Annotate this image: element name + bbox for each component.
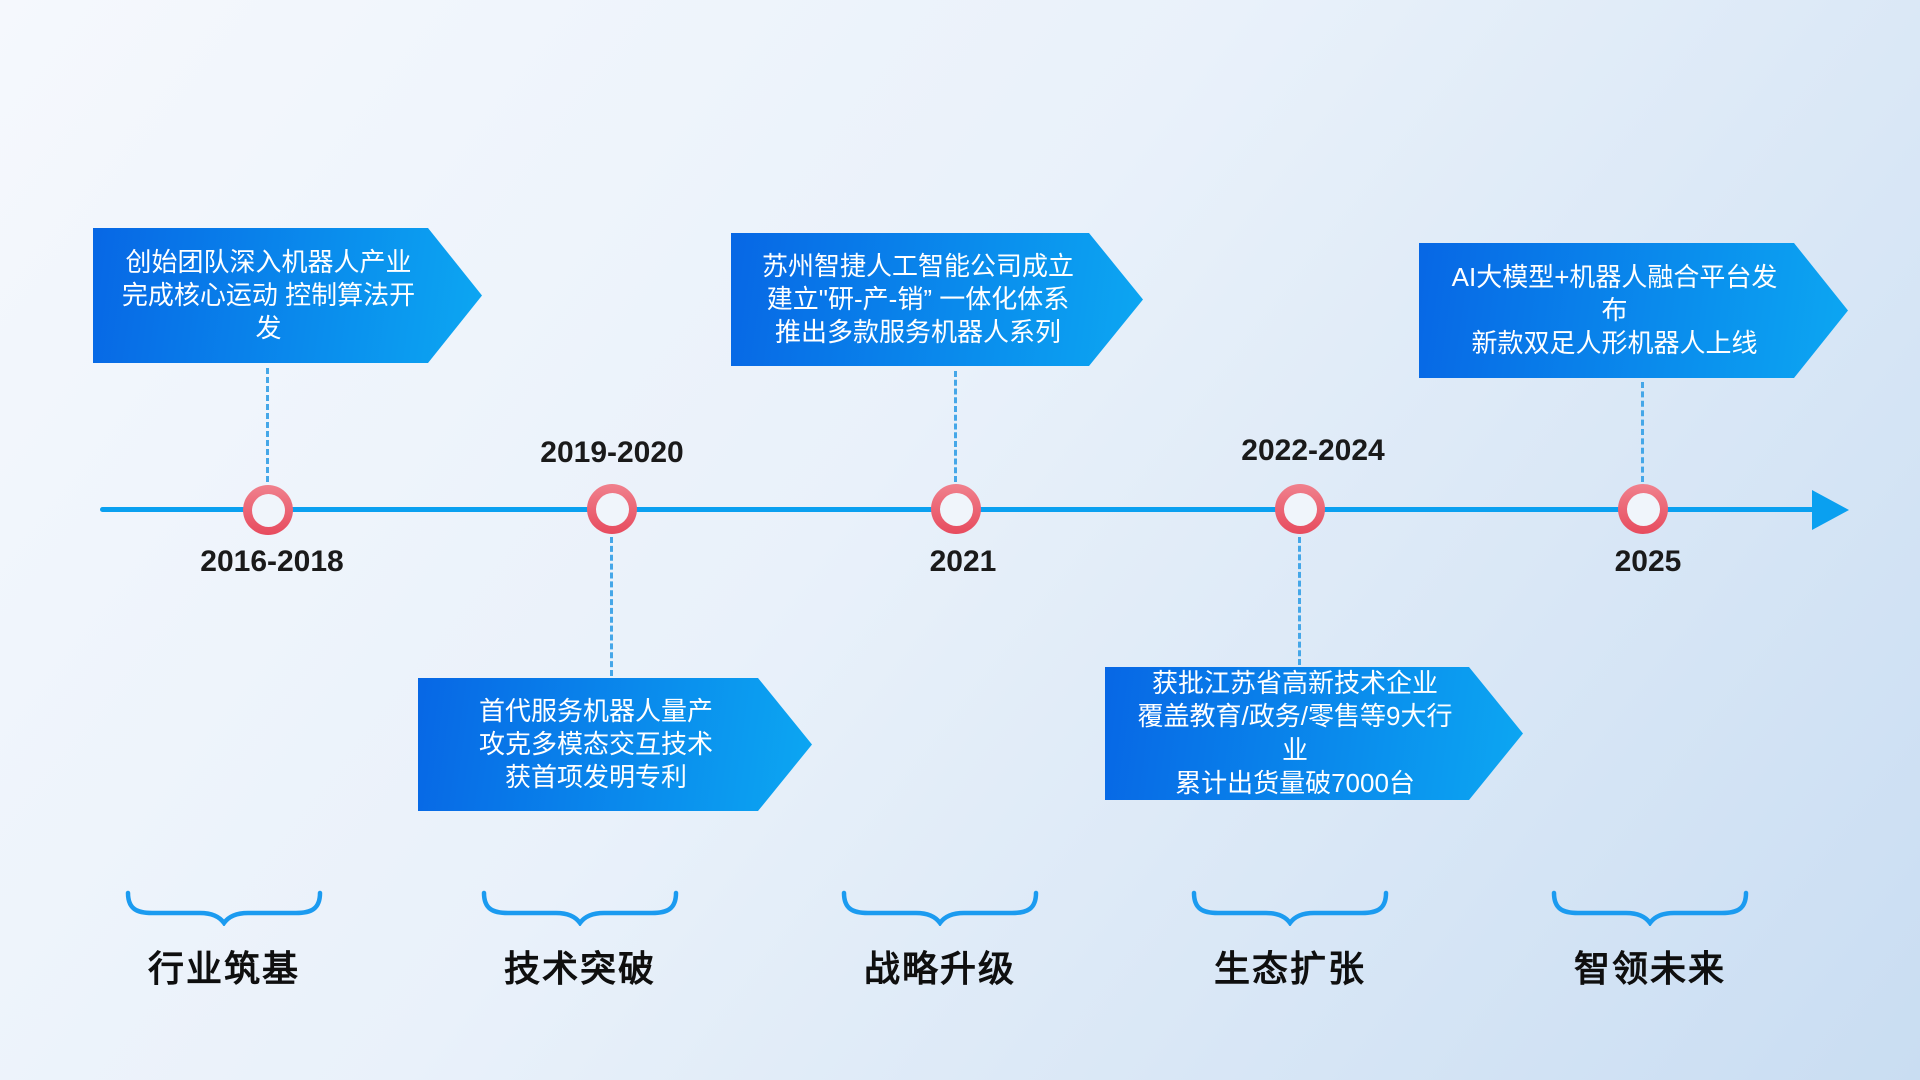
year-label: 2022-2024 <box>1241 434 1385 467</box>
milestone-node-inner <box>1283 492 1317 526</box>
curly-brace-icon <box>1191 890 1389 926</box>
milestone-node <box>243 485 293 535</box>
event-text-line: 获首项发明专利 <box>504 762 687 793</box>
phase-label: 智领未来 <box>1573 948 1726 989</box>
event-text-line: 创始团队深入机器人产业 <box>125 246 412 277</box>
phase-group: 生态扩张 <box>1170 888 1410 992</box>
year-label: 2016-2018 <box>200 545 344 578</box>
event-text-line: 苏州智捷人工智能公司成立 <box>761 250 1074 281</box>
event-text-line: AI大模型+机器人融合平台发布 <box>1451 261 1778 325</box>
event-banner: 苏州智捷人工智能公司成立 建立"研-产-销” 一体化体系 推出多款服务机器人系列 <box>731 233 1143 366</box>
milestone-node <box>1618 484 1668 534</box>
dashed-connector <box>1298 537 1301 665</box>
event-banner: 创始团队深入机器人产业 完成核心运动 控制算法开发 <box>93 228 482 363</box>
event-text-line: 获批江苏省高新技术企业 <box>1151 667 1438 698</box>
milestone-node <box>587 484 637 534</box>
event-banner: AI大模型+机器人融合平台发布 新款双足人形机器人上线 <box>1419 243 1848 378</box>
event-text-line: 累计出货量破7000台 <box>1175 767 1415 798</box>
phase-group: 战略升级 <box>820 888 1060 992</box>
event-banner: 获批江苏省高新技术企业 覆盖教育/政务/零售等9大行业 累计出货量破7000台 <box>1105 667 1523 800</box>
year-label: 2025 <box>1614 545 1682 578</box>
dashed-connector <box>266 368 269 482</box>
milestone-node <box>931 484 981 534</box>
event-text-line: 建立"研-产-销” 一体化体系 <box>766 283 1070 314</box>
phase-label: 技术突破 <box>503 948 656 989</box>
arrow-right-icon <box>1812 490 1849 530</box>
curly-brace-icon <box>841 890 1039 926</box>
milestone-node-inner <box>251 493 285 527</box>
phase-label: 战略升级 <box>863 948 1016 989</box>
year-label: 2019-2020 <box>540 436 684 469</box>
dashed-connector <box>1641 382 1644 482</box>
event-text-line: 覆盖教育/政务/零售等9大行业 <box>1137 701 1453 765</box>
event-text-line: 攻克多模态交互技术 <box>478 728 713 759</box>
event-banner: 首代服务机器人量产 攻克多模态交互技术 获首项发明专利 <box>418 678 812 811</box>
milestone-node-inner <box>595 492 629 526</box>
phase-label: 生态扩张 <box>1213 948 1366 989</box>
phase-group: 行业筑基 <box>104 888 344 992</box>
curly-brace-icon <box>481 890 679 926</box>
event-text-line: 推出多款服务机器人系列 <box>774 317 1061 348</box>
event-text-line: 完成核心运动 控制算法开发 <box>121 279 416 344</box>
phase-group: 智领未来 <box>1530 888 1770 992</box>
curly-brace-icon <box>1551 890 1749 926</box>
phase-group: 技术突破 <box>460 888 700 992</box>
event-text-line: 新款双足人形机器人上线 <box>1471 328 1758 359</box>
milestone-node-inner <box>1626 492 1660 526</box>
dashed-connector <box>610 537 613 676</box>
event-text-line: 首代服务机器人量产 <box>478 695 713 726</box>
milestone-node <box>1275 484 1325 534</box>
phase-label: 行业筑基 <box>147 948 300 989</box>
dashed-connector <box>954 371 957 482</box>
curly-brace-icon <box>125 890 323 926</box>
milestone-node-inner <box>939 492 973 526</box>
year-label: 2021 <box>929 545 997 578</box>
